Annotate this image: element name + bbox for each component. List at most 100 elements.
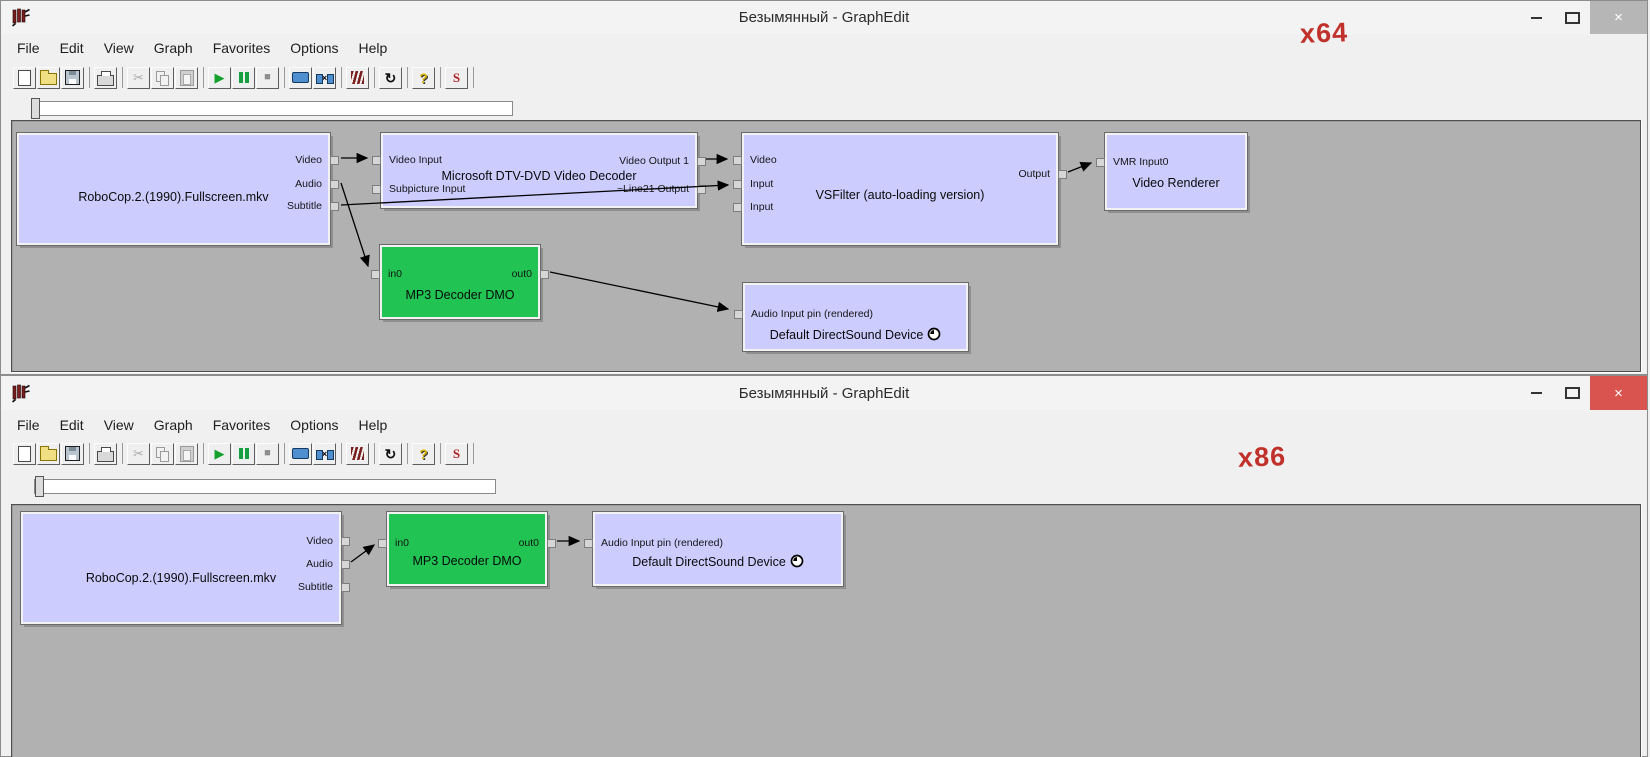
stop-button[interactable]: ■ (256, 442, 279, 465)
pin-out0[interactable]: out0 (512, 268, 549, 280)
new-graph-button[interactable] (13, 66, 36, 89)
filter-vsfilter[interactable]: VSFilter (auto-loading version) Video In… (733, 132, 1067, 246)
pin-subpicture-input[interactable]: Subpicture Input (372, 183, 465, 195)
menu-view[interactable]: View (103, 416, 134, 433)
pause-button[interactable] (232, 442, 255, 465)
pin-audio-input-rendered[interactable]: Audio Input pin (rendered) (734, 308, 873, 320)
menu-options[interactable]: Options (290, 40, 339, 56)
maximize-button[interactable] (1554, 376, 1591, 410)
open-graph-button[interactable] (37, 442, 60, 465)
pin-square[interactable] (697, 157, 706, 166)
menu-file[interactable]: File (17, 416, 40, 433)
stop-button[interactable]: ■ (256, 66, 279, 89)
pin-square[interactable] (1058, 170, 1067, 179)
pin-square[interactable] (330, 202, 339, 211)
stats-button[interactable]: S (445, 66, 468, 89)
pin-square[interactable] (733, 180, 742, 189)
pin-video-output[interactable]: Video (295, 154, 339, 166)
menu-options[interactable]: Options (290, 416, 339, 433)
insert-filter-button[interactable] (289, 442, 312, 465)
titlebar[interactable]: Безымянный - GraphEdit × (1, 1, 1647, 36)
refresh-button[interactable]: ↻ (379, 442, 402, 465)
new-graph-button[interactable] (13, 442, 36, 465)
filter-dtv-dvd-decoder[interactable]: Microsoft DTV-DVD Video Decoder Video In… (372, 132, 706, 209)
pin-square[interactable] (341, 583, 350, 592)
minimize-button[interactable] (1518, 1, 1554, 34)
paste-button[interactable] (175, 66, 198, 89)
menu-view[interactable]: View (103, 40, 134, 56)
pin-vmr-input0[interactable]: VMR Input0 (1096, 156, 1168, 168)
pin-square[interactable] (540, 270, 549, 279)
pin-square[interactable] (341, 560, 350, 569)
play-button[interactable]: ▶ (208, 66, 231, 89)
menu-edit[interactable]: Edit (59, 40, 84, 56)
pin-square[interactable] (547, 539, 556, 548)
connect-pins-button[interactable]: × (313, 66, 336, 89)
save-graph-button[interactable] (61, 442, 84, 465)
pin-video-output-1[interactable]: Video Output 1 (619, 155, 706, 167)
save-graph-button[interactable] (61, 66, 84, 89)
pin-output[interactable]: Output (1018, 168, 1067, 180)
menu-favorites[interactable]: Favorites (212, 416, 271, 433)
filter-source-x86[interactable]: RoboCop.2.(1990).Fullscreen.mkv Video Au… (20, 511, 350, 625)
pin-square[interactable] (341, 537, 350, 546)
seek-thumb[interactable] (35, 476, 44, 497)
cut-button[interactable]: ✂ (127, 66, 150, 89)
close-button[interactable]: × (1590, 376, 1647, 410)
cut-button[interactable]: ✂ (127, 442, 150, 465)
filter-mp3-decoder-x86[interactable]: MP3 Decoder DMO in0 out0 (378, 511, 556, 587)
stats-button[interactable]: S (445, 442, 468, 465)
connect-pins-button[interactable]: × (313, 442, 336, 465)
maximize-button[interactable] (1554, 1, 1591, 34)
pin-in0[interactable]: in0 (378, 537, 409, 549)
print-button[interactable] (94, 442, 117, 465)
filter-directsound-x86[interactable]: Default DirectSound Device Audio Input p… (584, 511, 844, 587)
pin-square[interactable] (1096, 158, 1105, 167)
seek-track[interactable] (31, 101, 513, 116)
insert-filter-button[interactable] (289, 66, 312, 89)
pin-square[interactable] (733, 203, 742, 212)
menu-help[interactable]: Help (358, 40, 388, 56)
print-button[interactable] (94, 66, 117, 89)
copy-button[interactable] (151, 442, 174, 465)
pin-square[interactable] (372, 185, 381, 194)
menu-help[interactable]: Help (358, 416, 388, 433)
filter-directsound-x64[interactable]: Default DirectSound Device Audio Input p… (734, 282, 969, 352)
copy-button[interactable] (151, 66, 174, 89)
pin-out0[interactable]: out0 (519, 537, 556, 549)
pause-button[interactable] (232, 66, 255, 89)
pin-video-output[interactable]: Video (306, 535, 350, 547)
menu-favorites[interactable]: Favorites (212, 40, 271, 56)
pin-square[interactable] (330, 156, 339, 165)
pin-subtitle-output[interactable]: Subtitle (287, 200, 339, 212)
titlebar[interactable]: Безымянный - GraphEdit × (1, 376, 1647, 412)
help-button[interactable]: ? (412, 66, 435, 89)
pin-square[interactable] (584, 539, 593, 548)
pin-square[interactable] (378, 539, 387, 548)
refresh-button[interactable]: ↻ (379, 66, 402, 89)
play-button[interactable]: ▶ (208, 442, 231, 465)
menu-file[interactable]: File (17, 40, 40, 56)
filter-source-x64[interactable]: RoboCop.2.(1990).Fullscreen.mkv Video Au… (16, 132, 339, 246)
menu-graph[interactable]: Graph (153, 416, 193, 433)
pin-audio-output[interactable]: Audio (306, 558, 350, 570)
pin-video-input[interactable]: Video (733, 154, 777, 166)
pin-square[interactable] (372, 156, 381, 165)
seek-thumb[interactable] (31, 98, 40, 119)
pin-line21-output[interactable]: ~Line21 Output (617, 183, 706, 195)
pin-in0[interactable]: in0 (371, 268, 402, 280)
open-graph-button[interactable] (37, 66, 60, 89)
pin-square[interactable] (733, 156, 742, 165)
menu-edit[interactable]: Edit (59, 416, 84, 433)
menu-graph[interactable]: Graph (153, 40, 193, 56)
pin-square[interactable] (734, 310, 743, 319)
pin-square[interactable] (330, 180, 339, 189)
pin-audio-output[interactable]: Audio (295, 178, 339, 190)
seek-track[interactable] (34, 479, 496, 494)
graphedit-logo-button[interactable] (346, 442, 369, 465)
pin-input-1[interactable]: Input (733, 178, 773, 190)
pin-video-input[interactable]: Video Input (372, 154, 442, 166)
pin-square[interactable] (371, 270, 380, 279)
pin-audio-input-rendered[interactable]: Audio Input pin (rendered) (584, 537, 723, 549)
filter-video-renderer[interactable]: Video Renderer VMR Input0 (1096, 132, 1248, 211)
